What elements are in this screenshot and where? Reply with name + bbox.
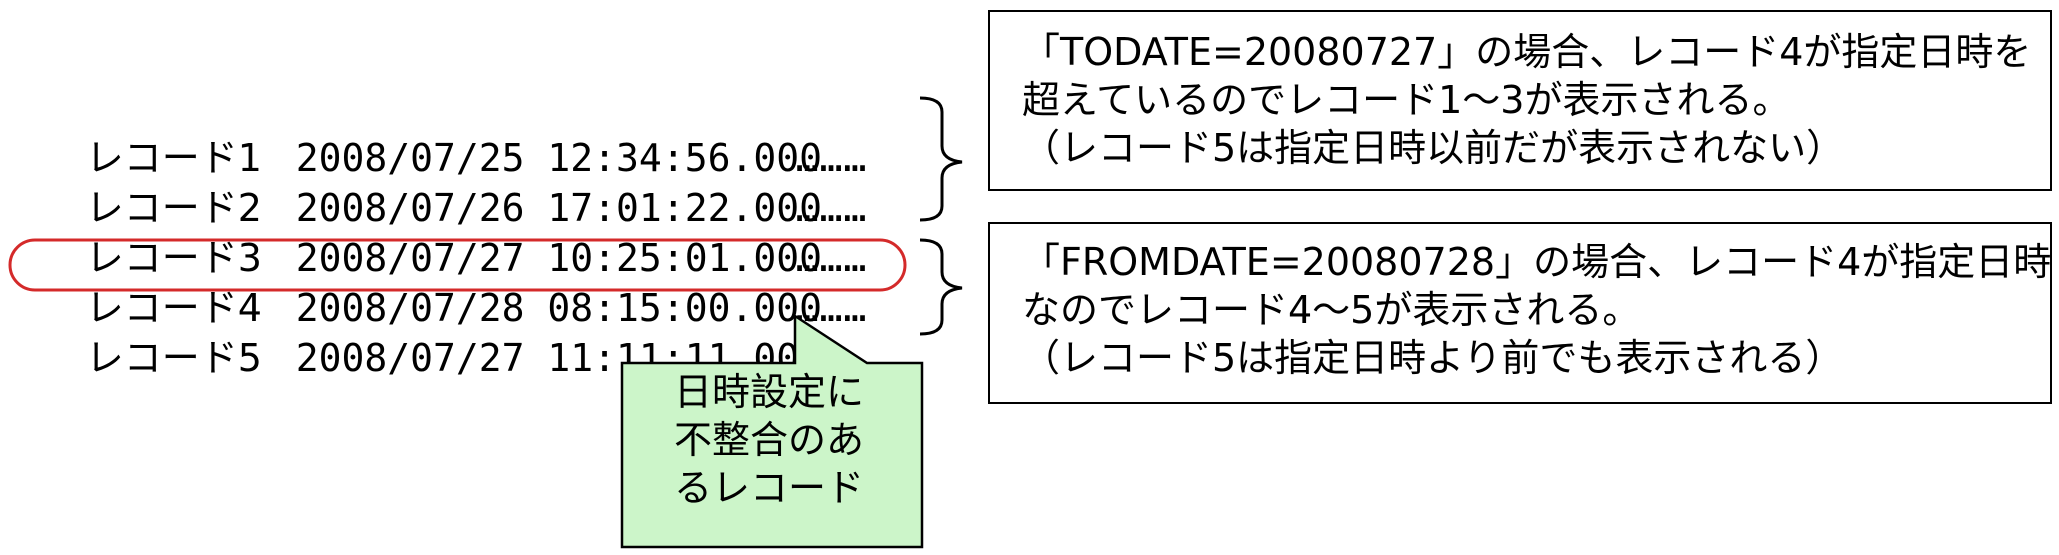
record-label: レコード2: [85, 186, 262, 230]
record-label: レコード3: [85, 236, 262, 280]
callout-line-2: 不整合のあ: [673, 418, 864, 462]
todate-line-1: 「TODATE=20080727」の場合、レコード4が指定日時を: [1022, 30, 2032, 74]
record-row-1: レコード1 2008/07/25 12:34:56.000………: [40, 86, 867, 180]
callout-line-3: るレコード: [673, 466, 864, 510]
todate-line-2: 超えているのでレコード1～3が表示される。: [1022, 78, 1791, 122]
record-label: レコード5: [85, 336, 262, 380]
record-timestamp: 2008/07/25 12:34:56.000: [295, 136, 822, 180]
record-timestamp: 2008/07/26 17:01:22.000: [295, 186, 822, 230]
record-label: レコード1: [85, 136, 262, 180]
todate-explanation-box: 「TODATE=20080727」の場合、レコード4が指定日時を 超えているので…: [988, 10, 2052, 191]
fromdate-line-1: 「FROMDATE=20080728」の場合、レコード4が指定日時: [1022, 240, 2052, 284]
todate-line-3: （レコード5は指定日時以前だが表示されない）: [1022, 126, 1845, 170]
record-dots: ………: [795, 236, 868, 280]
record-dots: ………: [795, 136, 868, 180]
callout-box: [620, 313, 924, 549]
brace-records-4-5: [919, 238, 963, 336]
record-label: レコード4: [85, 286, 262, 330]
callout-line-1: 日時設定に: [673, 370, 864, 414]
record-dots: ………: [795, 286, 868, 330]
record-dots: ………: [795, 186, 868, 230]
fromdate-line-2: なのでレコード4～5が表示される。: [1022, 288, 1641, 332]
fromdate-line-3: （レコード5は指定日時より前でも表示される）: [1022, 336, 1844, 380]
record-timestamp: 2008/07/27 10:25:01.000: [295, 236, 822, 280]
record-timestamp: 2008/07/28 08:15:00.000: [295, 286, 822, 330]
fromdate-explanation-box: 「FROMDATE=20080728」の場合、レコード4が指定日時 なのでレコー…: [988, 222, 2052, 404]
record-4-highlight-ellipse: [8, 238, 907, 292]
brace-records-1-3: [919, 96, 963, 222]
inconsistent-record-callout: 日時設定に 不整合のあ るレコード: [624, 368, 914, 512]
